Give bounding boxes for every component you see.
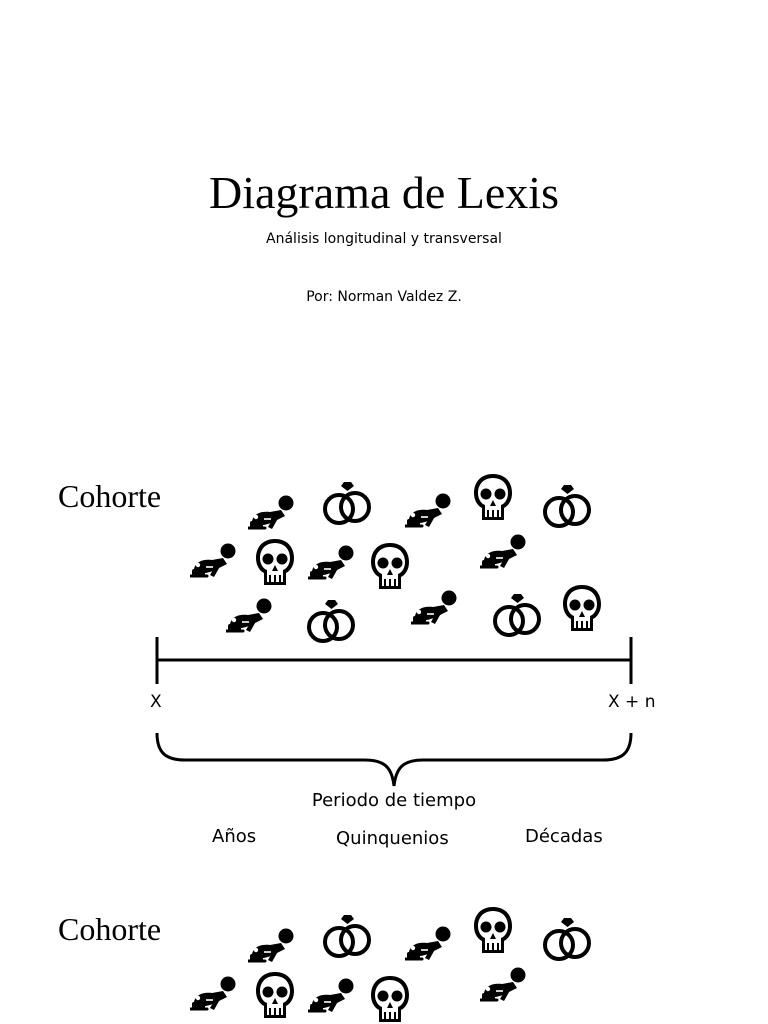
cohort-label: Cohorte bbox=[58, 478, 162, 514]
rings-icon bbox=[323, 915, 371, 958]
rings-icon bbox=[307, 600, 355, 643]
axis-end-label: X + n bbox=[608, 692, 656, 712]
rings-icon bbox=[323, 482, 371, 525]
skull-icon bbox=[562, 584, 602, 632]
skull-icon bbox=[370, 542, 410, 590]
skull-icon bbox=[473, 906, 513, 954]
baby-icon bbox=[248, 494, 295, 531]
baby-icon bbox=[411, 589, 458, 626]
baby-icon bbox=[190, 975, 237, 1012]
skull-icon bbox=[473, 473, 513, 521]
baby-icon bbox=[480, 533, 527, 570]
time-axis bbox=[155, 637, 633, 684]
cohort-label-2: Cohorte bbox=[58, 911, 162, 947]
page-title: Diagrama de Lexis bbox=[209, 167, 559, 218]
unit-label-five-years: Quinquenios bbox=[336, 828, 449, 849]
cohort2-icons bbox=[190, 906, 591, 1023]
baby-icon bbox=[405, 492, 452, 529]
unit-label-years: Años bbox=[212, 826, 257, 847]
baby-icon bbox=[190, 542, 237, 579]
cohort1-icons bbox=[190, 473, 602, 643]
baby-icon bbox=[480, 966, 527, 1003]
baby-icon bbox=[226, 597, 273, 634]
rings-icon bbox=[543, 485, 591, 528]
subtitle: Análisis longitudinal y transversal bbox=[266, 231, 502, 247]
brace-label: Periodo de tiempo bbox=[311, 790, 477, 811]
baby-icon bbox=[405, 925, 452, 962]
skull-icon bbox=[255, 971, 295, 1019]
axis-start-label: X bbox=[150, 692, 162, 712]
skull-icon bbox=[255, 538, 295, 586]
author-line: Por: Norman Valdez Z. bbox=[306, 289, 462, 305]
period-brace bbox=[155, 732, 633, 787]
baby-icon bbox=[308, 977, 355, 1014]
unit-label-decades: Décadas bbox=[525, 826, 603, 847]
skull-icon bbox=[370, 975, 410, 1023]
rings-icon bbox=[493, 594, 541, 637]
baby-icon bbox=[248, 927, 295, 964]
baby-icon bbox=[308, 544, 355, 581]
rings-icon bbox=[543, 918, 591, 961]
